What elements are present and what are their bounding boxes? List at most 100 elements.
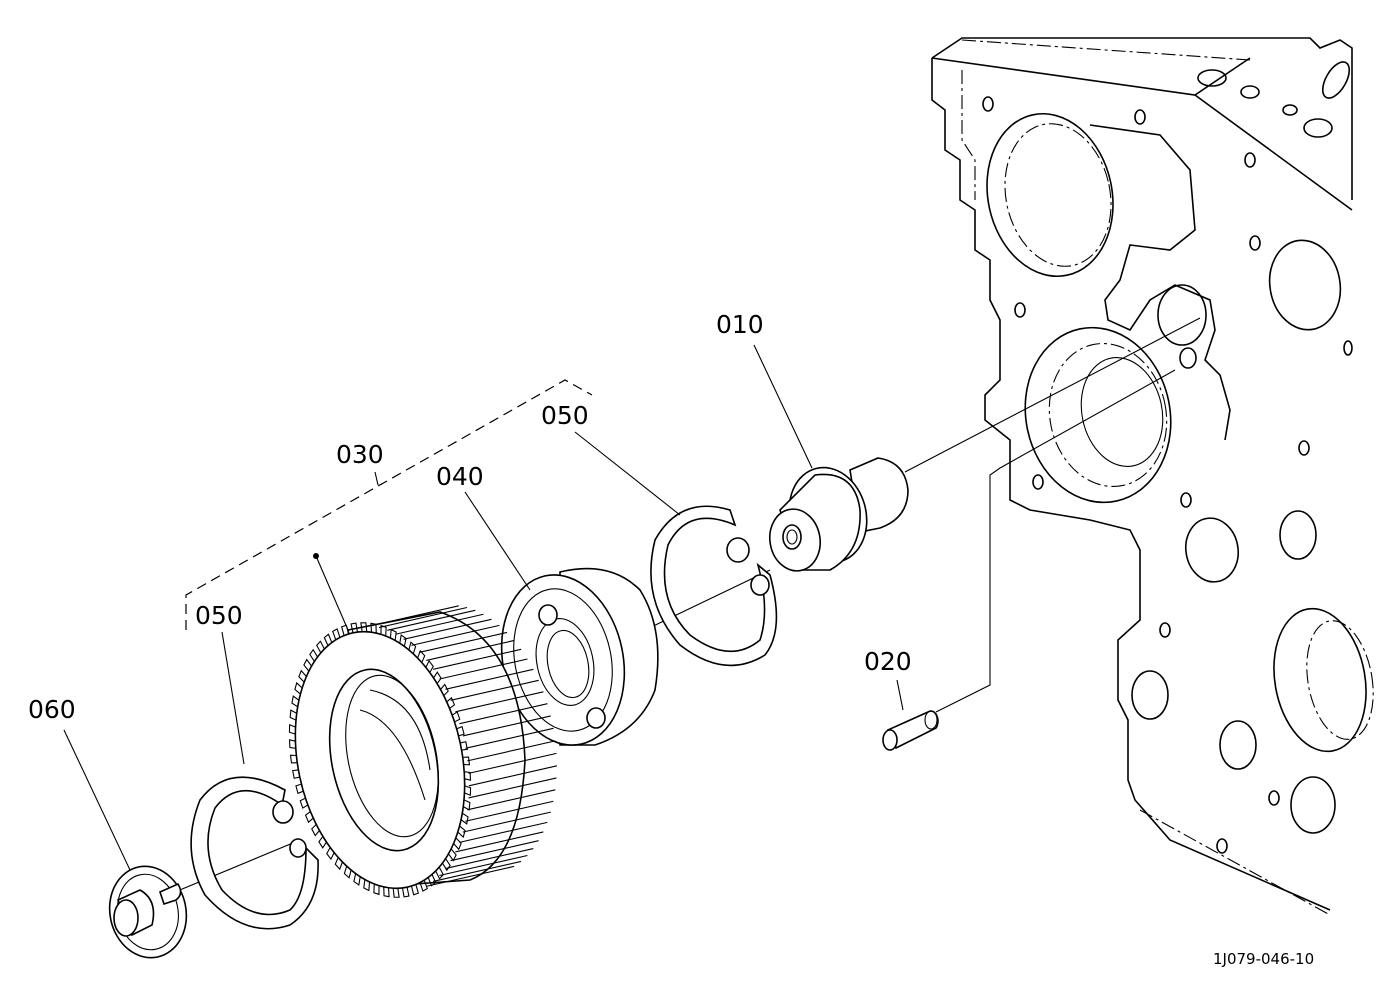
gear-tooth xyxy=(448,848,457,862)
gear-tooth xyxy=(332,628,341,641)
gear-tooth xyxy=(370,622,377,634)
gear-tooth xyxy=(401,887,410,898)
gear-tooth xyxy=(350,622,359,633)
gear-tooth-flank xyxy=(462,715,551,737)
gear-tooth xyxy=(304,811,314,824)
gear-tooth-flank xyxy=(418,631,508,653)
gear-tooth xyxy=(399,634,407,647)
gear-tooth-flank xyxy=(459,821,548,843)
gear-tooth-flank xyxy=(455,831,544,853)
gear-tooth xyxy=(289,754,298,764)
gear-tooth-flank xyxy=(468,765,557,787)
gear-tooth xyxy=(457,825,466,839)
gear-tooth xyxy=(464,785,472,797)
gear-tooth xyxy=(462,756,471,766)
gear-tooth xyxy=(456,725,465,737)
gear-tooth xyxy=(289,709,297,721)
gear-tooth xyxy=(323,633,333,646)
gear-tooth-flank xyxy=(459,703,548,725)
gear-tooth xyxy=(326,847,335,861)
gear-tooth-flank xyxy=(462,811,551,833)
gear-tooth xyxy=(408,641,417,654)
gear-tooth-flank xyxy=(432,648,522,670)
gear-tooth xyxy=(427,874,437,887)
gear-tooth-flank xyxy=(445,668,534,690)
callout-060: 060 xyxy=(28,695,76,724)
callout-010: 010 xyxy=(716,310,764,339)
gear-tooth xyxy=(410,884,420,896)
gear-tooth xyxy=(343,866,352,879)
gear-tooth xyxy=(433,671,442,684)
gear-tooth xyxy=(360,622,368,632)
gear-tooth xyxy=(288,739,296,749)
leader-lines xyxy=(63,344,904,871)
gear-tooth-flank xyxy=(426,865,515,887)
gear-case-housing xyxy=(931,37,1374,916)
gear-tooth-flank xyxy=(403,618,492,640)
gear-tooth-flank xyxy=(439,854,528,877)
gear-tooth-flank xyxy=(395,613,484,635)
cap-bolt-060 xyxy=(108,865,188,959)
gear-tooth xyxy=(383,886,390,898)
gear-tooth-flank xyxy=(465,727,554,749)
gear-tooth xyxy=(417,649,426,663)
callout-030: 030 xyxy=(336,440,384,469)
gear-tooth xyxy=(334,857,343,871)
gear-tooth-flank xyxy=(468,752,557,774)
gear-tooth xyxy=(288,723,296,735)
gear-tooth-flank xyxy=(387,609,476,631)
gear-tooth-flank xyxy=(450,679,539,701)
gear-tooth xyxy=(453,837,462,851)
gear-tooth-flank xyxy=(411,624,500,646)
gear-tooth-flank xyxy=(455,691,544,713)
gear-tooth xyxy=(316,640,325,654)
callout-020: 020 xyxy=(864,647,912,676)
idle-gear-030 xyxy=(288,553,557,898)
gear-tooth xyxy=(291,695,300,708)
callout-050-right: 050 xyxy=(541,401,589,430)
gear-tooth-flank xyxy=(465,800,554,822)
dowel-pin-020 xyxy=(882,369,1176,751)
callout-050-left: 050 xyxy=(195,601,243,630)
gear-tooth xyxy=(363,879,371,892)
gear-tooth xyxy=(435,866,444,880)
snap-ring-050-right xyxy=(650,505,778,667)
gear-tooth xyxy=(451,711,461,723)
gear-tooth xyxy=(463,799,471,811)
gear-tooth xyxy=(318,836,327,849)
gear-tooth xyxy=(440,683,449,696)
gear-tooth-flank xyxy=(445,848,534,870)
gear-tooth xyxy=(425,659,434,673)
gear-tooth xyxy=(460,812,469,825)
ball-bearing-040 xyxy=(500,567,659,746)
gear-tooth-flank xyxy=(370,605,459,627)
gear-tooth xyxy=(446,696,456,709)
gear-tooth-flank xyxy=(378,606,468,629)
gear-tooth-flank xyxy=(467,740,556,762)
gear-teeth xyxy=(370,605,557,887)
gear-tooth-flank xyxy=(439,658,528,680)
gear-tooth xyxy=(464,771,472,781)
idler-shaft-010 xyxy=(768,457,909,572)
gear-tooth xyxy=(441,858,451,872)
gear-tooth xyxy=(353,873,361,886)
gear-tooth xyxy=(303,658,312,672)
gear-tooth xyxy=(298,669,307,683)
gear-tooth xyxy=(294,681,303,695)
drawing-code: 1J079-046-10 xyxy=(1213,950,1314,968)
gear-tooth xyxy=(389,628,397,641)
snap-ring-050-left xyxy=(190,776,319,930)
gear-tooth xyxy=(292,769,300,779)
callout-040: 040 xyxy=(436,462,484,491)
gear-tooth-flank xyxy=(468,777,557,799)
gear-tooth xyxy=(309,648,319,662)
gear-tooth xyxy=(380,624,387,637)
gear-tooth xyxy=(392,888,400,898)
gear-tooth-flank xyxy=(467,789,556,811)
gear-tooth xyxy=(460,741,468,751)
gear-tooth-flank xyxy=(450,840,539,862)
gear-tooth xyxy=(373,883,380,896)
gear-rim-teeth xyxy=(288,622,472,898)
